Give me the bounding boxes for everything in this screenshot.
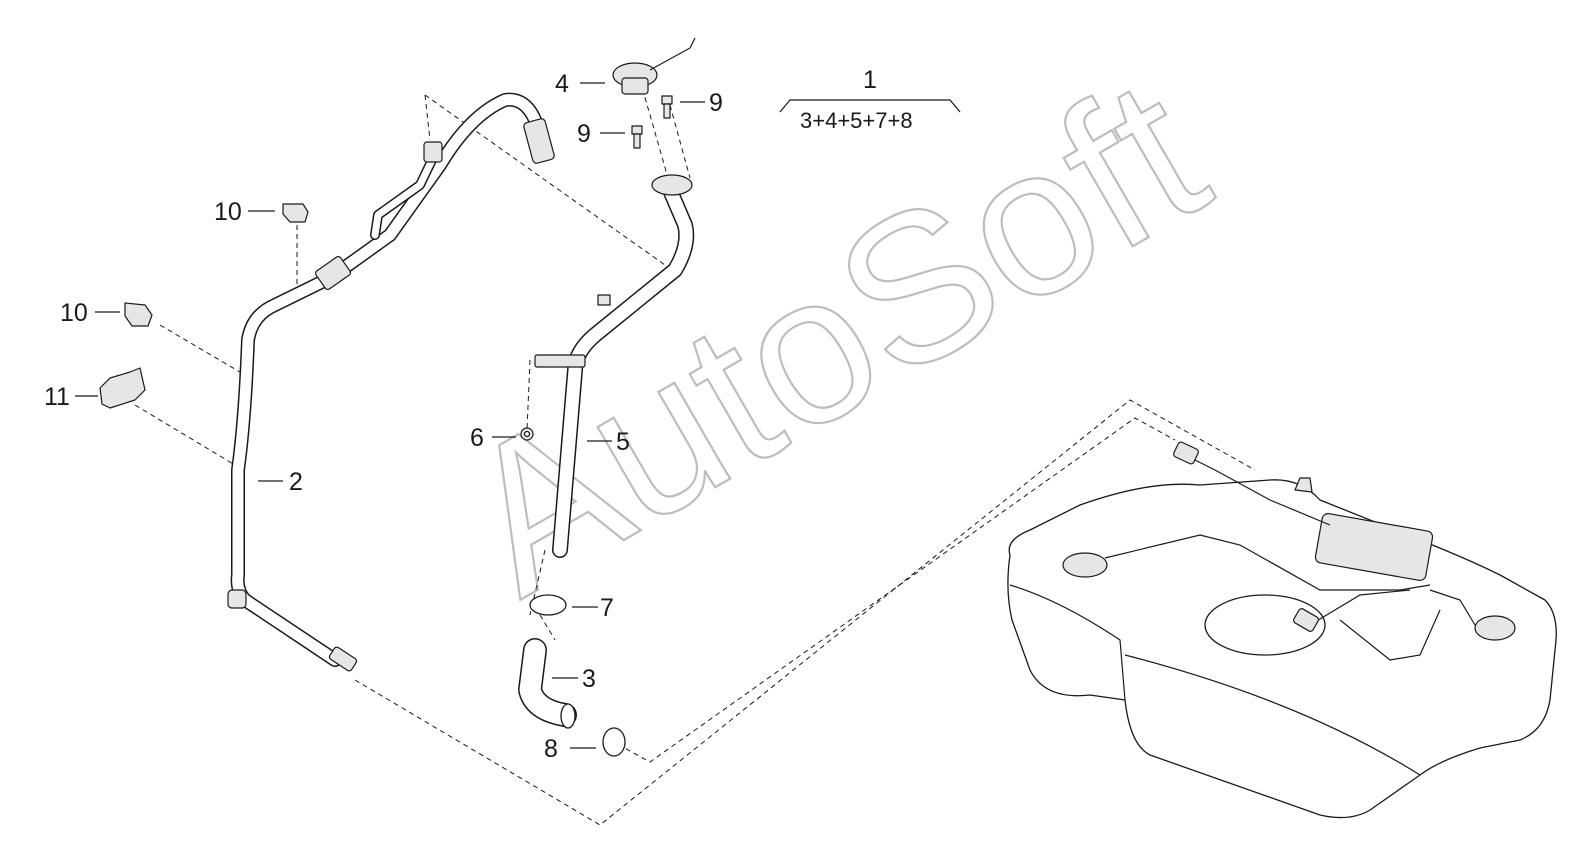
callout-3: 3 [582,665,596,693]
connecting-hose [518,638,577,729]
fuel-tank [1007,441,1557,819]
callouts: 4 9 9 10 10 11 6 5 2 7 3 8 [44,70,723,763]
hose-bracket [99,367,146,409]
bolt-right [661,95,673,119]
nut [520,427,534,441]
filler-cap [612,37,696,95]
callout-leaders [75,82,705,749]
callout-10-upper: 10 [214,198,242,226]
callout-6: 6 [470,424,484,452]
assembly-guides [134,79,1256,826]
callout-7: 7 [600,594,614,622]
callout-8: 8 [544,735,558,763]
callout-9-left: 9 [577,120,591,148]
hose-clip-upper [282,203,309,223]
breather-hose [227,92,555,672]
hose-clip-lower [124,302,153,327]
callout-4: 4 [555,70,569,98]
callout-11: 11 [44,383,70,411]
bolt-left [631,125,643,149]
kit-number: 1 [863,66,877,94]
kit-bracket: 1 3+4+5+7+8 [779,66,961,133]
kit-contents: 3+4+5+7+8 [800,108,913,133]
callout-9-right: 9 [709,89,723,117]
callout-10-lower: 10 [60,299,88,327]
filler-neck [534,174,695,558]
hose-clamp-lower [602,727,626,757]
hose-clamp-upper [529,594,567,616]
callout-2: 2 [289,468,303,496]
callout-5: 5 [616,428,630,456]
